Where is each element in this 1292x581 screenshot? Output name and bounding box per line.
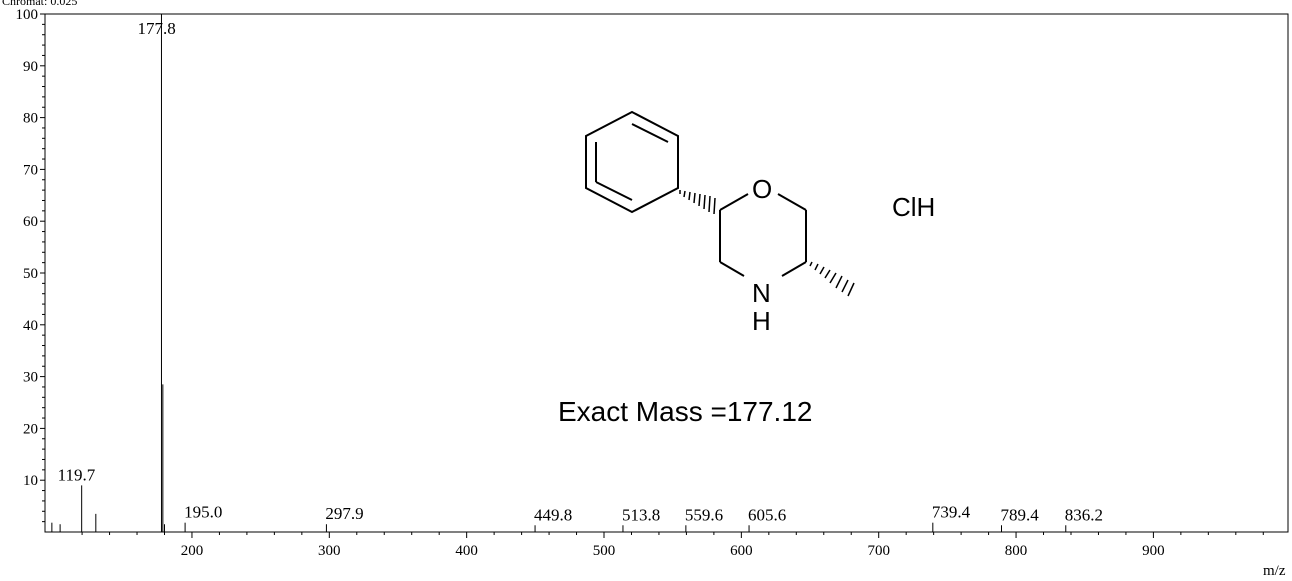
x-axis-label: m/z bbox=[1263, 563, 1286, 579]
x-tick-label: 500 bbox=[593, 543, 616, 559]
phenyl-ring bbox=[585, 110, 679, 214]
salt-label: ClH bbox=[892, 192, 935, 222]
y-tick-label: 20 bbox=[23, 421, 38, 437]
x-tick-label: 400 bbox=[455, 543, 478, 559]
peak-label: 739.4 bbox=[932, 503, 971, 522]
x-tick-label: 200 bbox=[181, 543, 204, 559]
peak-label: 297.9 bbox=[325, 504, 363, 523]
morpholine-ring bbox=[719, 193, 807, 277]
y-tick-label: 100 bbox=[16, 7, 39, 23]
exact-mass-label: Exact Mass =177.12 bbox=[558, 396, 812, 427]
peak-label: 836.2 bbox=[1065, 505, 1103, 524]
peak-label: 195.0 bbox=[184, 503, 222, 522]
x-tick-label: 600 bbox=[730, 543, 753, 559]
x-tick-label: 900 bbox=[1142, 543, 1165, 559]
y-tick-label: 60 bbox=[23, 214, 38, 230]
chart-peaks bbox=[51, 14, 1067, 532]
peak-label: 559.6 bbox=[685, 505, 723, 524]
y-tick-label: 80 bbox=[23, 111, 38, 127]
molecule-structure: O N H ClH Exact Mass =177.12 bbox=[558, 110, 935, 427]
chart-axes: 10 20 30 40 50 60 70 80 90 100 200 300 400 500 600 700 8… bbox=[16, 7, 1289, 559]
hashed-bond-methyl bbox=[809, 261, 855, 297]
plot-frame bbox=[44, 13, 1289, 533]
x-tick-label: 800 bbox=[1005, 543, 1028, 559]
y-tick-label: 90 bbox=[23, 59, 38, 75]
chromat-header: Chromat: 0.025 bbox=[2, 0, 78, 8]
atom-nitrogen: N bbox=[752, 278, 771, 308]
peak-label: 605.6 bbox=[748, 505, 786, 524]
hashed-bond-phenyl bbox=[679, 190, 716, 215]
x-tick-label: 300 bbox=[318, 543, 341, 559]
atom-oxygen: O bbox=[752, 174, 772, 204]
peak-label: 119.7 bbox=[58, 465, 96, 484]
peak-label: 789.4 bbox=[1000, 505, 1039, 524]
atom-hydrogen: H bbox=[752, 306, 771, 336]
y-tick-label: 70 bbox=[23, 162, 38, 178]
peak-label: 449.8 bbox=[534, 505, 572, 524]
y-tick-label: 30 bbox=[23, 370, 38, 386]
chart-peak-labels: 119.7 177.8 195.0 297.9 449.8 513.8 559.6 605.6… bbox=[58, 19, 1103, 524]
peak-label: 513.8 bbox=[622, 505, 660, 524]
x-tick-label: 700 bbox=[867, 543, 890, 559]
peak-label: 177.8 bbox=[137, 19, 175, 38]
y-tick-label: 50 bbox=[23, 266, 38, 282]
y-tick-label: 40 bbox=[23, 318, 38, 334]
y-tick-label: 10 bbox=[23, 473, 38, 489]
